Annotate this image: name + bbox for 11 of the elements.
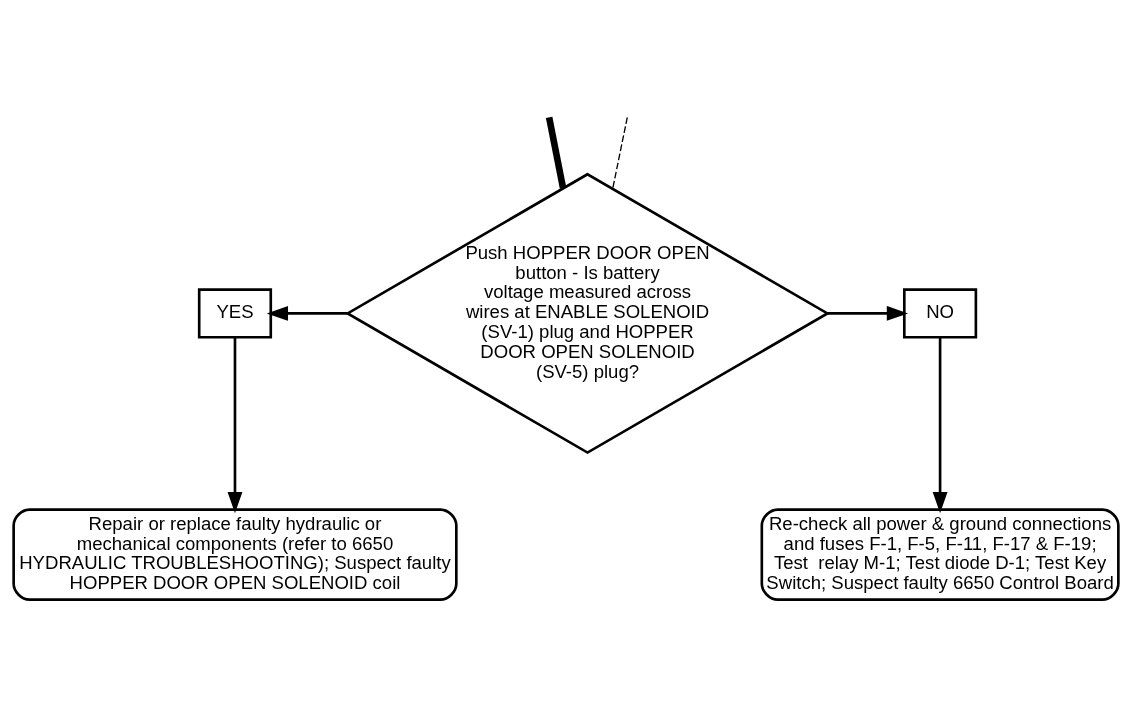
connector — [545, 116, 567, 189]
arrow — [266, 305, 348, 321]
node-box: YES — [197, 287, 273, 339]
node-box: Repair or replace faulty hydraulic or mechanical components (refer to 6650 HYDRAULIC TROUBLESHOOTING); Suspect faulty HOPPER DOOR OPEN SOLENOID coil — [12, 507, 458, 601]
node-box: Re-check all power & ground connections and fuses F-1, F-5, F-11, F-17 & F-19; Test relay M-1; Test diode D-1; Test Key Switch; Suspect faulty 6650 Control Board — [760, 507, 1120, 601]
arrow — [827, 305, 909, 321]
node-diamond: Push HOPPER DOOR OPEN button - Is battery voltage measured across wires at ENABLE SOLENOID (SV-1) plug and HOPPER DOOR OPEN SOLENOID (SV-5) plug? — [345, 172, 831, 454]
arrow — [227, 337, 243, 513]
connector — [612, 116, 628, 189]
node-box: NO — [903, 287, 978, 339]
arrow — [932, 337, 948, 513]
